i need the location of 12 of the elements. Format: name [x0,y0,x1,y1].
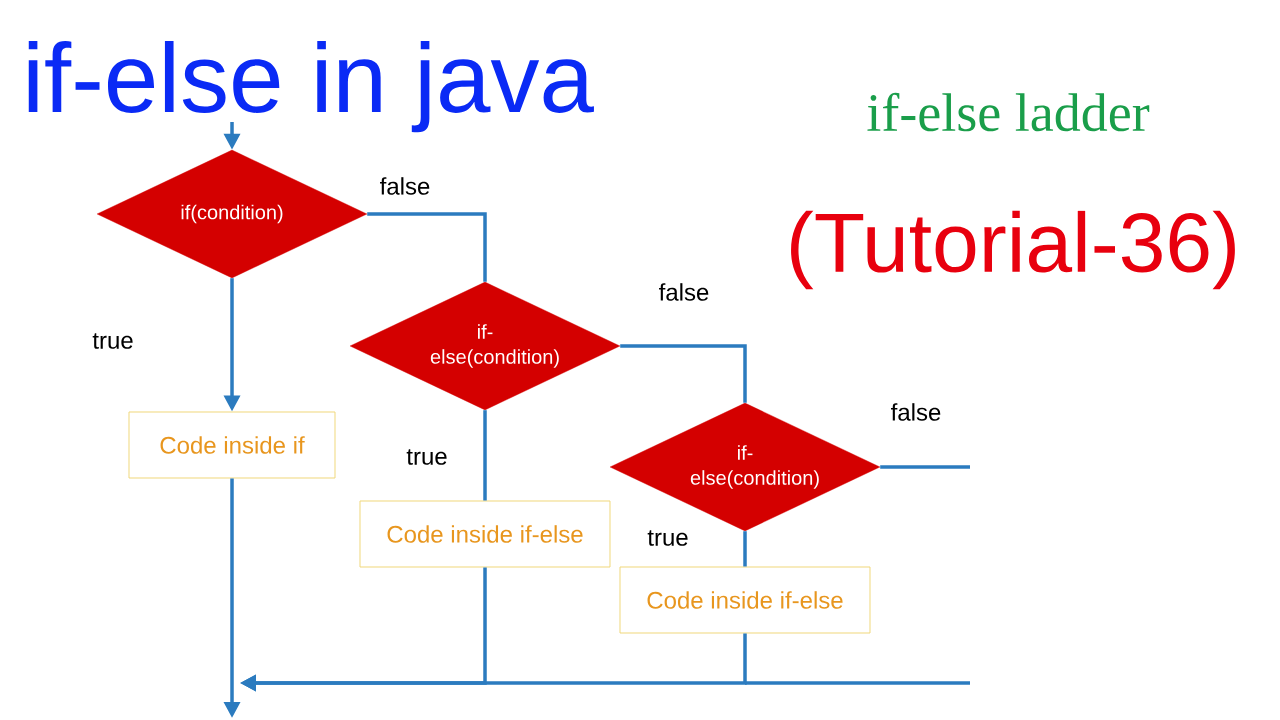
title: if-else in java [28,41,594,133]
process-box: Code inside if-else [619,566,871,634]
process-box: Code inside if [128,411,336,479]
edge-label: false [657,282,711,302]
process-box: Code inside if-else [359,500,611,568]
edge-label: true [91,332,135,350]
subtitle: (Tutorial-36) [791,210,1235,290]
subtitle: if-else ladder [867,92,1150,132]
edge-label: true [405,448,449,466]
edge-label: false [378,176,432,196]
edge-label: true [646,529,690,547]
edge-label: false [889,402,943,422]
